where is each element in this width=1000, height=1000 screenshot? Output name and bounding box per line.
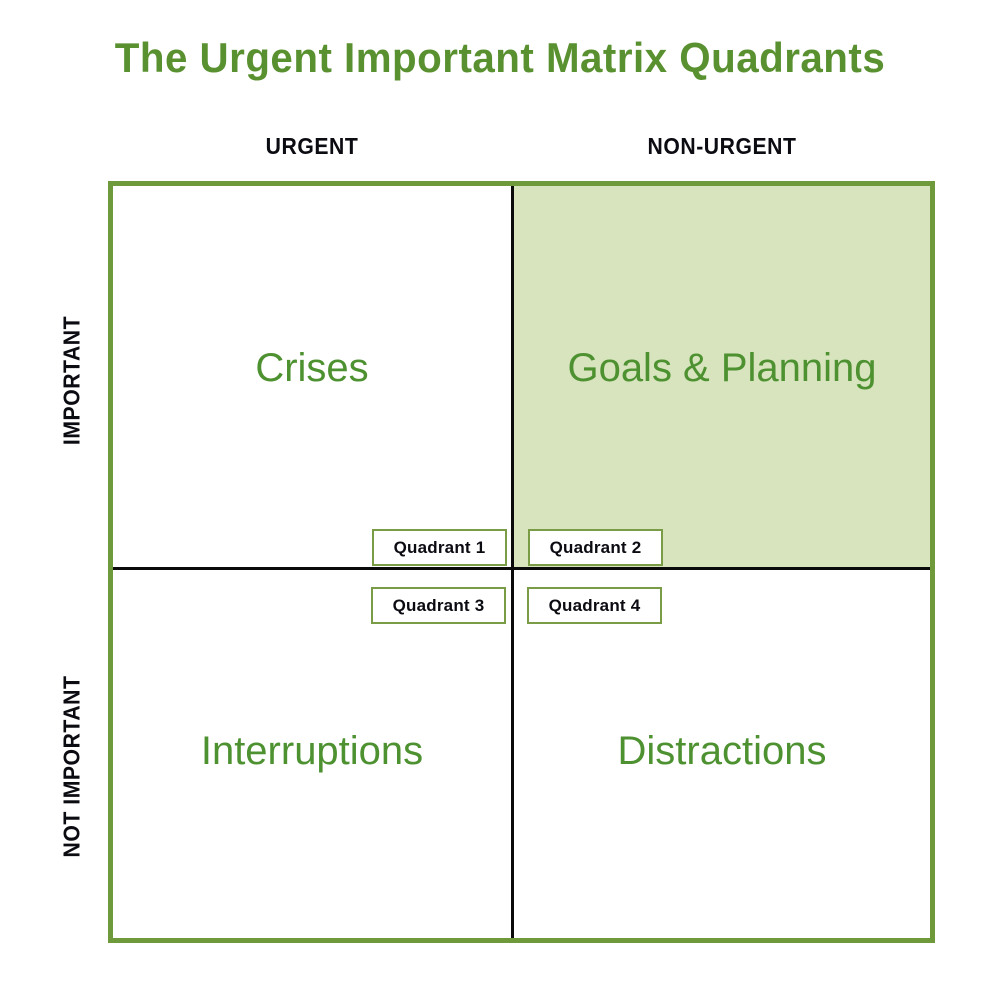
horizontal-divider [113, 567, 930, 570]
column-header-non-urgent: NON-URGENT [647, 133, 797, 159]
quadrant-4-title: Distractions [617, 729, 827, 773]
quadrant-matrix-frame: Crises Goals & Planning Interruptions Di… [108, 181, 935, 943]
quadrant-3-title: Interruptions [200, 729, 424, 773]
quadrant-2-title: Goals & Planning [567, 346, 877, 390]
quadrant-1-label-box: Quadrant 1 [372, 529, 507, 566]
quadrant-4-label-box: Quadrant 4 [527, 587, 662, 624]
quadrant-1-title: Crises [255, 346, 369, 390]
column-header-urgent: URGENT [265, 133, 359, 159]
quadrant-2-highlight-fill [511, 186, 930, 567]
quadrant-2-label-box: Quadrant 2 [528, 529, 663, 566]
page-title: The Urgent Important Matrix Quadrants [114, 34, 886, 81]
row-header-important: IMPORTANT [58, 315, 85, 446]
quadrant-3-label-box: Quadrant 3 [371, 587, 506, 624]
vertical-divider [511, 186, 514, 938]
row-header-not-important: NOT IMPORTANT [58, 675, 85, 858]
